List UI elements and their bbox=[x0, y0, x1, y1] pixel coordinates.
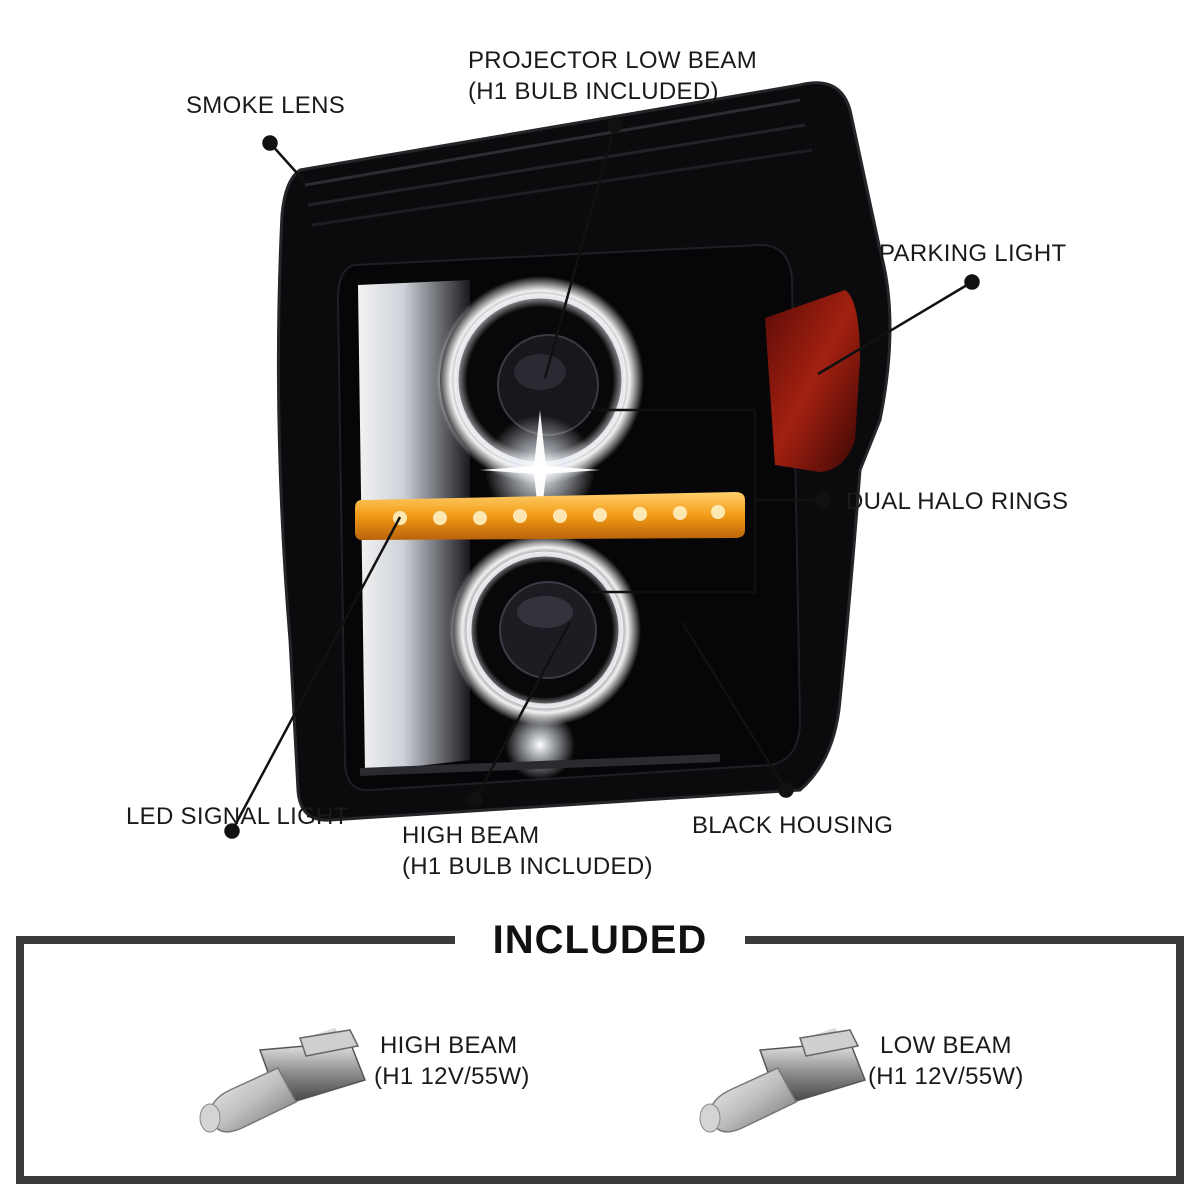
h1-bulb-icon bbox=[199, 1027, 366, 1133]
included-item-low-beam: LOW BEAM (H1 12V/55W) bbox=[868, 1032, 1024, 1090]
callout-lines bbox=[224, 117, 980, 839]
led-signal-bar bbox=[355, 492, 745, 540]
headlight-assembly-illustration bbox=[276, 81, 892, 822]
included-frame bbox=[16, 936, 1184, 1184]
parking-light-lens bbox=[765, 290, 860, 472]
label-parking-light: PARKING LIGHT bbox=[879, 240, 1067, 267]
label-smoke-lens: SMOKE LENS bbox=[186, 92, 346, 119]
h1-bulb-icon bbox=[699, 1027, 866, 1133]
label-led-signal-light: LED SIGNAL LIGHT bbox=[126, 803, 349, 830]
label-black-housing: BLACK HOUSING bbox=[692, 812, 894, 839]
label-high-beam: HIGH BEAM (H1 BULB INCLUDED) bbox=[402, 822, 653, 880]
label-dual-halo-rings: DUAL HALO RINGS bbox=[846, 488, 1069, 515]
included-title: INCLUDED bbox=[492, 918, 708, 962]
label-projector-low-beam: PROJECTOR LOW BEAM (H1 BULB INCLUDED) bbox=[468, 47, 757, 105]
included-item-high-beam: HIGH BEAM (H1 12V/55W) bbox=[374, 1032, 530, 1090]
